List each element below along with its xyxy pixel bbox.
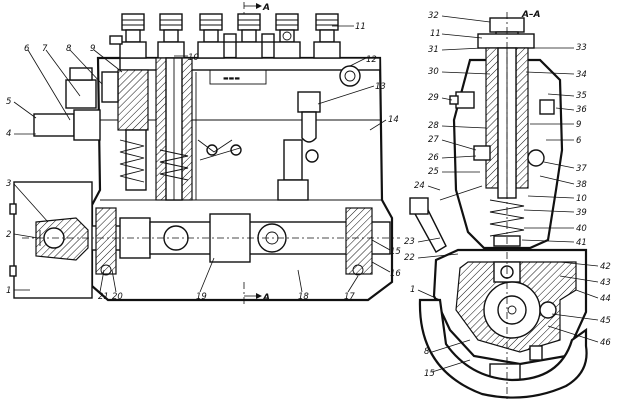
- label-17: 17: [344, 292, 355, 302]
- left-view-labels: 11 10 12 6 7 8 9 13 5 14 4 3 2 1 21 20 1…: [6, 22, 401, 302]
- label-8-left: 8: [66, 44, 72, 54]
- label-23: 23: [404, 237, 415, 247]
- label-44: 44: [600, 294, 611, 304]
- label-15-right: 15: [424, 369, 435, 379]
- label-33: 33: [576, 43, 587, 53]
- label-40: 40: [576, 224, 587, 234]
- label-43: 43: [600, 278, 611, 288]
- section-mark-bottom: A: [262, 293, 270, 303]
- svg-text:▬▬▬: ▬▬▬: [223, 75, 240, 82]
- label-3: 3: [6, 179, 11, 189]
- label-31: 31: [428, 45, 439, 55]
- label-16: 16: [390, 269, 401, 279]
- label-8-right: 8: [424, 347, 430, 357]
- label-6-right: 6: [576, 136, 582, 146]
- label-36: 36: [576, 105, 587, 115]
- label-41: 41: [576, 238, 587, 248]
- label-32: 32: [428, 11, 439, 21]
- label-12: 12: [366, 55, 377, 65]
- delivery-valve-holders: [109, 13, 341, 59]
- label-1-left: 1: [6, 286, 11, 296]
- label-11-right: 11: [430, 29, 441, 39]
- section-title: A–A: [521, 10, 540, 20]
- label-9-right: 9: [576, 120, 581, 130]
- control-rack-linkage: [197, 139, 242, 161]
- left-view-leaders: [13, 25, 391, 293]
- label-39: 39: [576, 208, 587, 218]
- label-30: 30: [428, 67, 439, 77]
- label-5: 5: [6, 97, 11, 107]
- drive-coupling: [9, 181, 93, 299]
- label-20: 20: [112, 292, 123, 302]
- section-mark-top: A: [262, 3, 270, 13]
- cross-section-view-a-a: [409, 12, 588, 400]
- label-4: 4: [6, 129, 11, 139]
- label-34: 34: [576, 70, 587, 80]
- label-42: 42: [600, 262, 611, 272]
- label-21: 21: [98, 292, 109, 302]
- label-25: 25: [428, 167, 439, 177]
- label-38: 38: [576, 180, 587, 190]
- right-view-leaders: [417, 15, 599, 373]
- label-6-left: 6: [24, 44, 30, 54]
- label-10-right: 10: [576, 194, 587, 204]
- label-19: 19: [196, 292, 207, 302]
- label-1-right: 1: [410, 285, 415, 295]
- label-15-left: 15: [390, 247, 401, 257]
- label-29: 29: [428, 93, 439, 103]
- right-view-labels: 32 11 31 30 29 28 27 26 25 24 23 22 1 8 …: [404, 11, 611, 379]
- label-13: 13: [375, 82, 386, 92]
- plunger-section-cutaway: [117, 57, 193, 201]
- longitudinal-section-view: ▬▬▬ A: [9, 2, 400, 304]
- label-28: 28: [428, 121, 439, 131]
- label-14: 14: [388, 115, 399, 125]
- section-title-a-a: A–A: [521, 10, 540, 20]
- label-2: 2: [6, 230, 11, 240]
- label-46: 46: [600, 338, 611, 348]
- label-18: 18: [298, 292, 309, 302]
- label-10-left: 10: [188, 53, 199, 63]
- label-35: 35: [576, 91, 587, 101]
- label-45: 45: [600, 316, 611, 326]
- label-27: 27: [428, 135, 439, 145]
- fuel-inlet-fittings: [33, 67, 119, 141]
- label-11-left: 11: [355, 22, 366, 32]
- label-26: 26: [428, 153, 439, 163]
- label-24: 24: [414, 181, 425, 191]
- label-9-left: 9: [90, 44, 95, 54]
- label-37: 37: [576, 164, 587, 174]
- label-22: 22: [404, 253, 415, 263]
- label-7: 7: [42, 44, 48, 54]
